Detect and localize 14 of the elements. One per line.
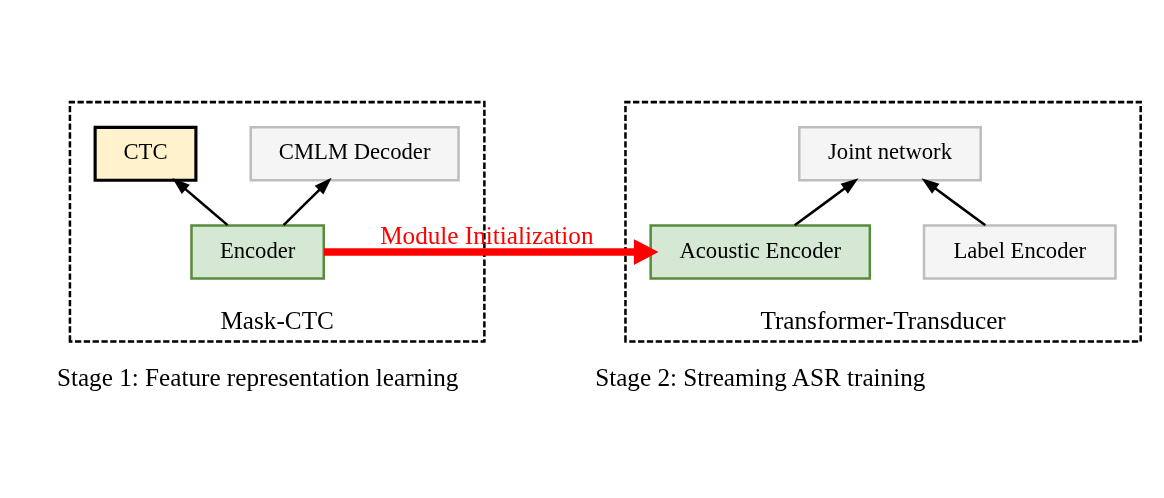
node-box: Joint network [798, 125, 982, 181]
arrow [172, 177, 229, 226]
node-box: Encoder [190, 223, 325, 280]
arrow [793, 177, 859, 226]
node-box: Label Encoder [922, 223, 1117, 280]
arrow [323, 238, 659, 265]
label: Stage 2: Streaming ASR training [595, 363, 926, 391]
node-box: CMLM Decoder [249, 125, 460, 181]
node-box: CTC [93, 125, 198, 182]
label: Stage 1: Feature representation learning [56, 363, 459, 391]
arrow [282, 177, 332, 226]
edge-label: Module Initialization [380, 221, 594, 249]
node-box: Acoustic Encoder [649, 223, 872, 280]
arrow [921, 177, 987, 226]
